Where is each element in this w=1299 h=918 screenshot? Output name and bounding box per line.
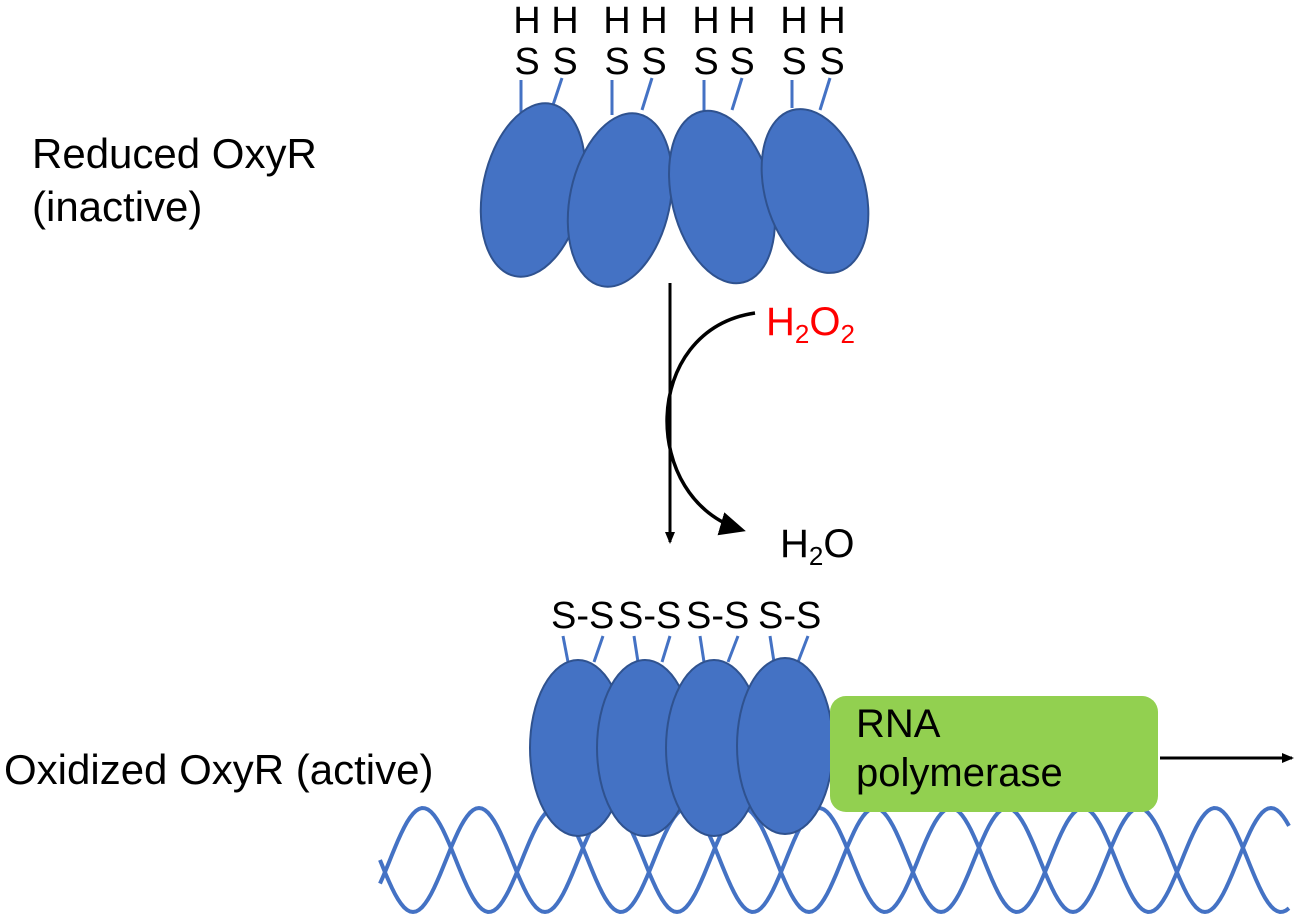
thiol-h-8: H (818, 0, 845, 42)
h2o2-sub-h: 2 (794, 319, 810, 349)
thiol-h-3: H (603, 0, 630, 42)
h2o-h: H (780, 522, 809, 566)
hydrogen-peroxide-label: H2O2 (766, 300, 855, 350)
thiol-s-1: S (514, 41, 539, 83)
thiol-h-4: H (640, 0, 667, 42)
h2o2-sub-o: 2 (840, 319, 855, 349)
dna-strand-b (378, 805, 1291, 915)
thiol-s-3: S (604, 41, 629, 83)
rna-polymerase-label: RNA polymerase (856, 700, 1063, 798)
reduced-oxyr-tetramer: H S H S H S H S H S H S H S H S (479, 0, 870, 288)
oxidized-monomer-4 (736, 657, 834, 835)
disulfide-3: S-S (686, 595, 749, 637)
disulfide-2: S-S (618, 595, 681, 637)
thiol-s-7: S (781, 41, 806, 83)
reduced-monomer-4 (760, 108, 870, 274)
rna-polymerase-line2: polymerase (856, 750, 1063, 795)
thiol-s-6: S (729, 41, 754, 83)
reduced-label-line2: (inactive) (32, 182, 203, 230)
thiol-h-7: H (780, 0, 807, 42)
h2o-o: O (823, 522, 855, 566)
water-label: H2O (780, 522, 854, 572)
h2o-sub-h: 2 (808, 541, 824, 571)
rna-polymerase-line1: RNA (856, 702, 941, 746)
h2o2-h: H (766, 300, 795, 344)
reduced-label-line1: Reduced OxyR (32, 130, 317, 177)
thiol-s-4: S (641, 41, 666, 83)
disulfide-1: S-S (551, 595, 614, 637)
thiol-h-6: H (728, 0, 755, 42)
h2o2-o: O (809, 300, 841, 344)
oxidized-oxyr-tetramer: S-S S-S S-S S-S (529, 595, 834, 837)
thiol-s-8: S (819, 41, 844, 83)
peroxide-curved-arrow (665, 311, 756, 536)
dna-helix (378, 805, 1291, 915)
thiol-stalks (519, 77, 832, 115)
thiol-labels: H S H S H S H S H S H S H S H S (513, 0, 845, 83)
disulfide-labels: S-S S-S S-S S-S (551, 595, 821, 637)
oxidized-oxyr-label: Oxidized OxyR (active) (4, 746, 434, 793)
reduced-monomer-2 (566, 112, 674, 288)
thiol-h-1: H (513, 0, 540, 42)
rna-polymerase-box (830, 696, 1158, 812)
disulfide-4: S-S (758, 595, 821, 637)
thiol-s-2: S (552, 41, 577, 83)
thiol-s-5: S (693, 41, 718, 83)
thiol-h-2: H (551, 0, 578, 42)
reduced-oxyr-label: Reduced OxyR (inactive) (32, 128, 317, 233)
disulfide-stalks (561, 635, 810, 663)
thiol-h-5: H (692, 0, 719, 42)
